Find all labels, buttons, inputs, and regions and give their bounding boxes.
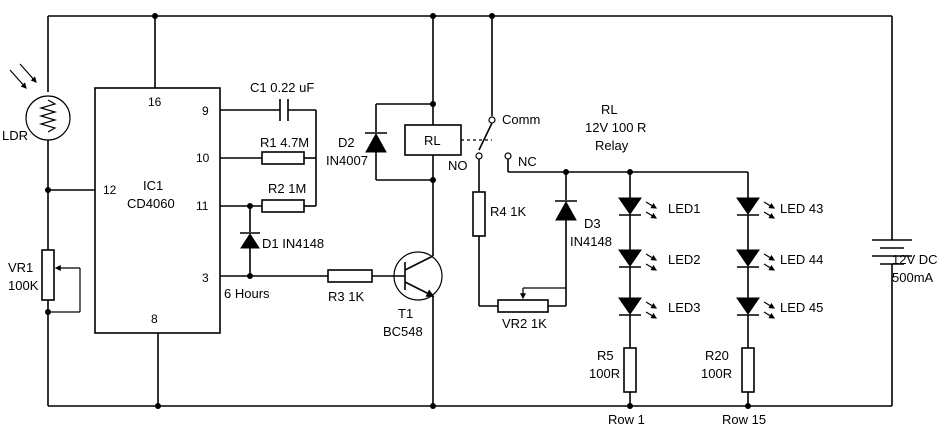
- led3-label: LED3: [668, 300, 701, 315]
- vr2-label: VR2 1K: [502, 316, 547, 331]
- battery: [872, 239, 912, 272]
- ic1-pin-9: 9: [202, 104, 209, 118]
- row1-label: Row 1: [608, 412, 645, 427]
- relay-title: RL: [601, 102, 618, 117]
- r1-label: R1 4.7M: [260, 135, 309, 150]
- led44-label: LED 44: [780, 252, 823, 267]
- t1-part: BC548: [383, 324, 423, 339]
- ic1-pin-12: 12: [103, 183, 117, 197]
- relay-spec: 12V 100 R: [585, 120, 646, 135]
- r4-label: R4 1K: [490, 204, 526, 219]
- relay-box-label: RL: [424, 133, 441, 148]
- d3-part: IN4148: [570, 234, 612, 249]
- d2-part: IN4007: [326, 153, 368, 168]
- led1-label: LED1: [668, 201, 701, 216]
- ic1-name: IC1: [143, 178, 163, 193]
- r5-value: 100R: [589, 366, 620, 381]
- vr1: [41, 249, 81, 406]
- ic1-part: CD4060: [127, 196, 175, 211]
- six-hours-label: 6 Hours: [224, 286, 270, 301]
- d1-label: D1 IN4148: [262, 236, 324, 251]
- r20-name: R20: [705, 348, 729, 363]
- relay-contacts: [475, 16, 748, 306]
- ic1-pin-11: 11: [196, 199, 209, 213]
- ic1-pin-8: 8: [151, 312, 158, 326]
- supply-current: 500mA: [892, 270, 934, 285]
- row15-label: Row 15: [722, 412, 766, 427]
- timing-network: [220, 99, 317, 213]
- ic1-pin-16: 16: [148, 95, 162, 109]
- d1: [240, 206, 260, 276]
- ic1-pin-3: 3: [202, 271, 209, 285]
- vr1-value: 100K: [8, 278, 39, 293]
- relay-word: Relay: [595, 138, 629, 153]
- relay-nc-label: NC: [518, 154, 537, 169]
- r5-name: R5: [597, 348, 614, 363]
- d3-name: D3: [584, 216, 601, 231]
- led-row-1: [618, 172, 658, 406]
- led2-label: LED2: [668, 252, 701, 267]
- vr1-name: VR1: [8, 260, 33, 275]
- relay-comm-label: Comm: [502, 112, 540, 127]
- junction-dots: [45, 13, 751, 409]
- ic1: [48, 16, 221, 406]
- d2-name: D2: [338, 135, 355, 150]
- r3-and-t1: [220, 180, 443, 406]
- ic1-pin-10: 10: [196, 151, 210, 165]
- relay-coil-and-d2: [365, 16, 492, 181]
- r20-value: 100R: [701, 366, 732, 381]
- supply-rails: [48, 15, 893, 407]
- supply-voltage: 12V DC: [892, 252, 938, 267]
- led43-label: LED 43: [780, 201, 823, 216]
- relay-no-label: NO: [448, 158, 468, 173]
- ldr-label: LDR: [2, 128, 28, 143]
- ldr: [9, 16, 71, 250]
- c1-label: C1 0.22 uF: [250, 80, 314, 95]
- led-row-15: [736, 172, 776, 406]
- t1-name: T1: [398, 306, 413, 321]
- r3-label: R3 1K: [328, 289, 364, 304]
- r4-d3-vr2: [472, 172, 577, 313]
- r2-label: R2 1M: [268, 181, 306, 196]
- led45-label: LED 45: [780, 300, 823, 315]
